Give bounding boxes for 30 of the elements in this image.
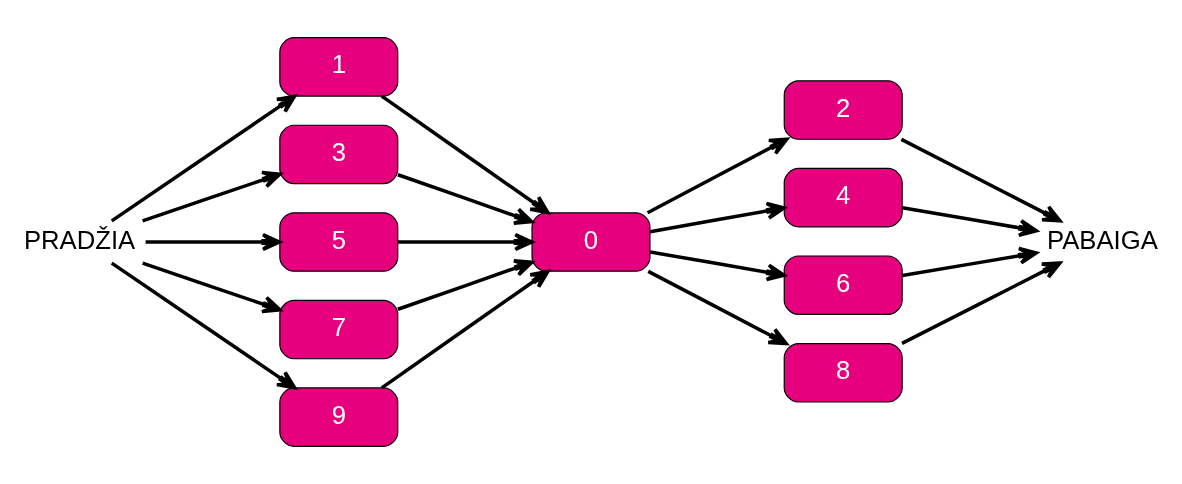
arrow (649, 201, 786, 234)
node-box: 0 (531, 212, 651, 272)
arrow (900, 137, 1062, 223)
arrow (110, 261, 297, 390)
node-text: PRADŽIA (23, 225, 136, 254)
arrow (145, 232, 282, 252)
arrow (397, 173, 534, 225)
node-box: 7 (279, 299, 399, 360)
arrow (649, 250, 786, 282)
arrow (901, 261, 1062, 345)
arrow (647, 269, 788, 346)
arrow (397, 259, 534, 311)
arrow (646, 137, 789, 215)
arrow (380, 269, 550, 390)
node-box: 8 (783, 343, 903, 403)
node-box: 6 (783, 255, 903, 315)
node-box: 9 (279, 387, 399, 447)
arrow (142, 261, 282, 314)
arrow (397, 232, 534, 252)
arrow (380, 94, 550, 215)
arrow (142, 170, 282, 223)
node-box: 2 (783, 80, 903, 140)
node-text: PABAIGA (1047, 225, 1158, 254)
arrow (902, 205, 1038, 237)
node-box: 3 (279, 124, 399, 185)
arrow (110, 94, 297, 223)
arrow (902, 246, 1038, 278)
node-box: 4 (783, 167, 903, 228)
node-box: 1 (279, 37, 399, 97)
node-box: 5 (279, 212, 399, 272)
